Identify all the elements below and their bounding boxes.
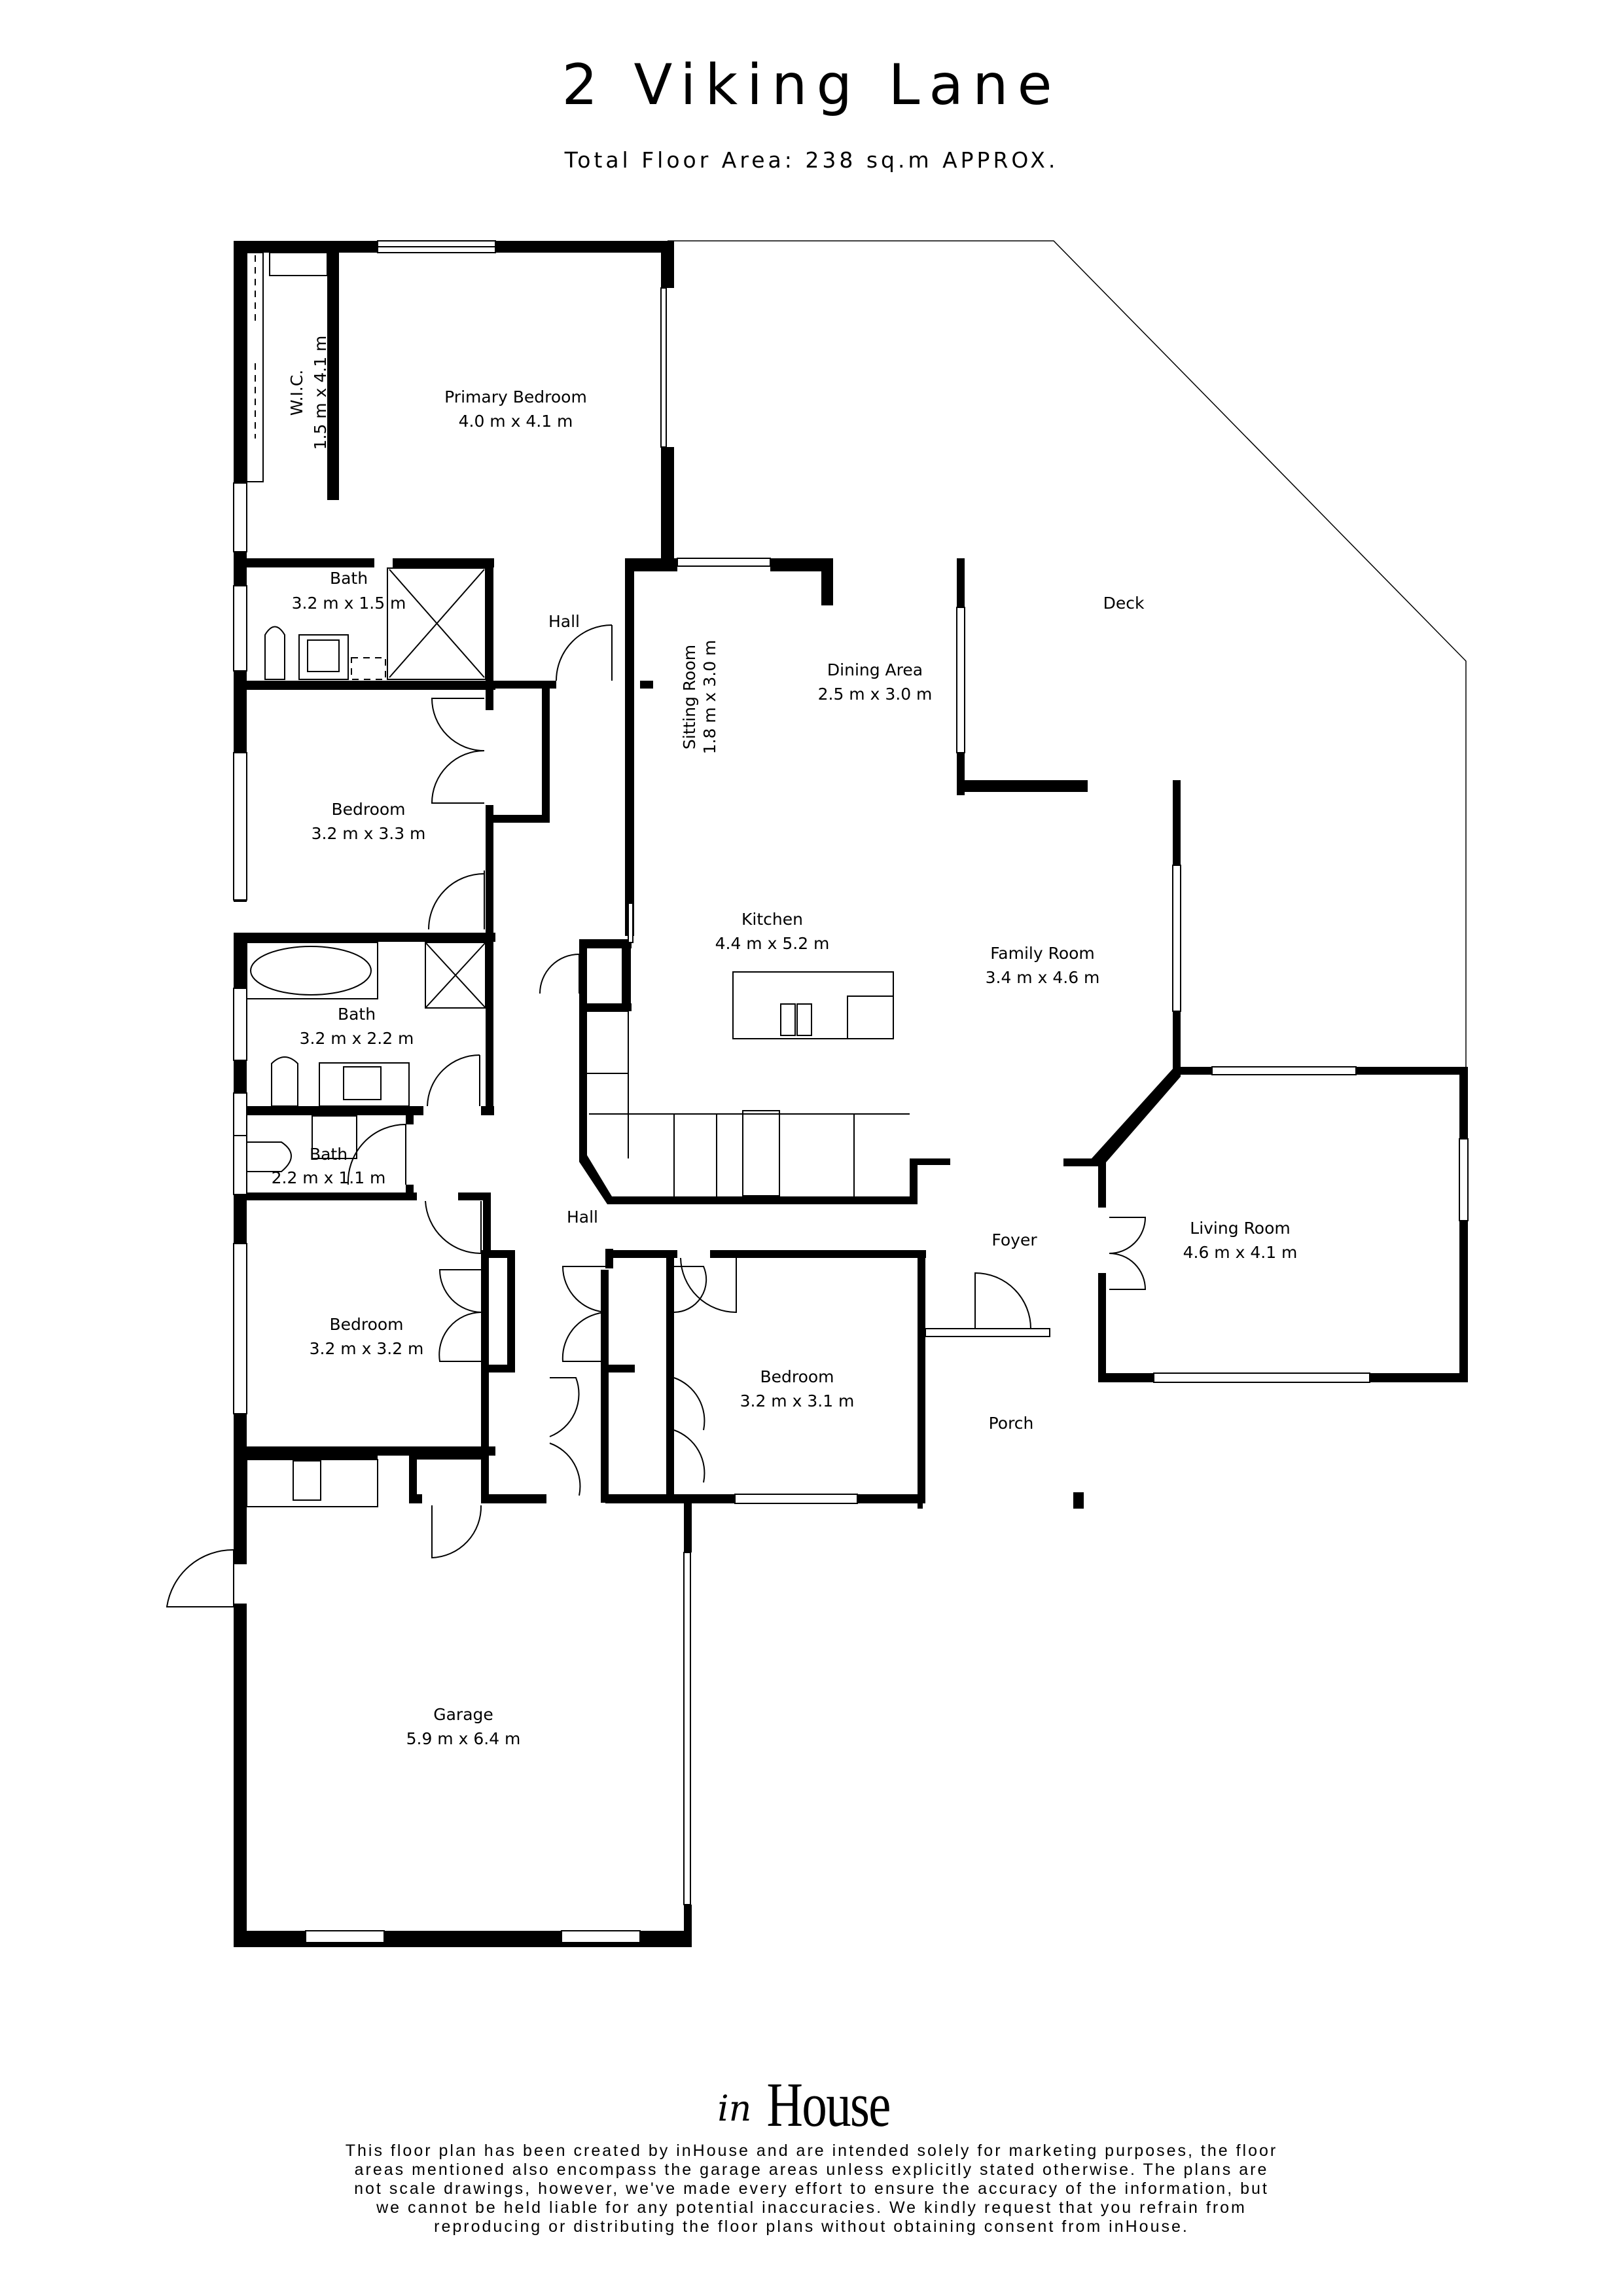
room-size-family-room: 3.4 m x 4.6 m — [986, 968, 1100, 987]
fixtures — [246, 252, 910, 1507]
room-name: W.I.C. — [287, 370, 306, 416]
windows — [233, 240, 1469, 1943]
room-size-primary-bedroom: 4.0 m x 4.1 m — [459, 412, 573, 431]
room-size-bath2: 3.2 m x 2.2 m — [300, 1029, 414, 1048]
page-title: 2 Viking Lane — [562, 52, 1061, 118]
room-name-garage: Garage — [433, 1705, 493, 1724]
room-size-bedroom3: 3.2 m x 3.1 m — [740, 1391, 855, 1410]
room-name-kitchen: Kitchen — [741, 910, 803, 929]
room-name-porch: Porch — [989, 1414, 1034, 1433]
disclaimer-text: This floor plan has been created by inHo… — [345, 2142, 1278, 2236]
room-name: Sitting Room — [680, 645, 699, 749]
logo-word: House — [766, 2070, 891, 2140]
room-name-foyer: Foyer — [991, 1230, 1037, 1249]
room-wic: W.I.C. 1.5 m x 4.1 m — [287, 336, 330, 450]
room-name-bedroom2: Bedroom — [329, 1315, 403, 1334]
room-name-hall-top: Hall — [548, 612, 580, 631]
room-name-living-room: Living Room — [1190, 1219, 1290, 1238]
total-floor-area: Total Floor Area: 238 sq.m APPROX. — [564, 147, 1059, 173]
room-size-bath3: 2.2 m x 1.1 m — [272, 1168, 386, 1187]
room-name-bath3: Bath — [310, 1145, 348, 1164]
walls — [234, 241, 1468, 1947]
room-name-bedroom1: Bedroom — [331, 800, 405, 819]
room-name-hall-mid: Hall — [567, 1208, 598, 1227]
room-labels: W.I.C. 1.5 m x 4.1 m Primary Bedroom 4.0… — [272, 336, 1298, 1748]
deck-outline — [668, 240, 1467, 1070]
room-name-family-room: Family Room — [990, 944, 1095, 963]
room-name-bath1: Bath — [330, 569, 368, 588]
room-name-deck: Deck — [1103, 594, 1145, 613]
room-name-bath2: Bath — [338, 1005, 376, 1024]
room-size: 1.5 m x 4.1 m — [311, 336, 330, 450]
logo-script: in — [717, 2088, 752, 2129]
room-size-bedroom2: 3.2 m x 3.2 m — [310, 1339, 424, 1358]
room-size-living-room: 4.6 m x 4.1 m — [1183, 1243, 1298, 1262]
doors — [166, 624, 1147, 1607]
room-name-primary-bedroom: Primary Bedroom — [444, 387, 587, 406]
room-sitting-room: Sitting Room 1.8 m x 3.0 m — [680, 640, 719, 755]
room-size-garage: 5.9 m x 6.4 m — [406, 1729, 521, 1748]
room-name-dining-area: Dining Area — [827, 660, 923, 679]
room-size-kitchen: 4.4 m x 5.2 m — [715, 934, 830, 953]
room-size-dining-area: 2.5 m x 3.0 m — [818, 685, 933, 704]
inhouse-logo: in House — [0, 2068, 1623, 2141]
room-size-bath1: 3.2 m x 1.5 m — [292, 594, 406, 613]
room-name-bedroom3: Bedroom — [760, 1367, 834, 1386]
room-size-bedroom1: 3.2 m x 3.3 m — [312, 824, 426, 843]
room-size: 1.8 m x 3.0 m — [700, 640, 719, 755]
